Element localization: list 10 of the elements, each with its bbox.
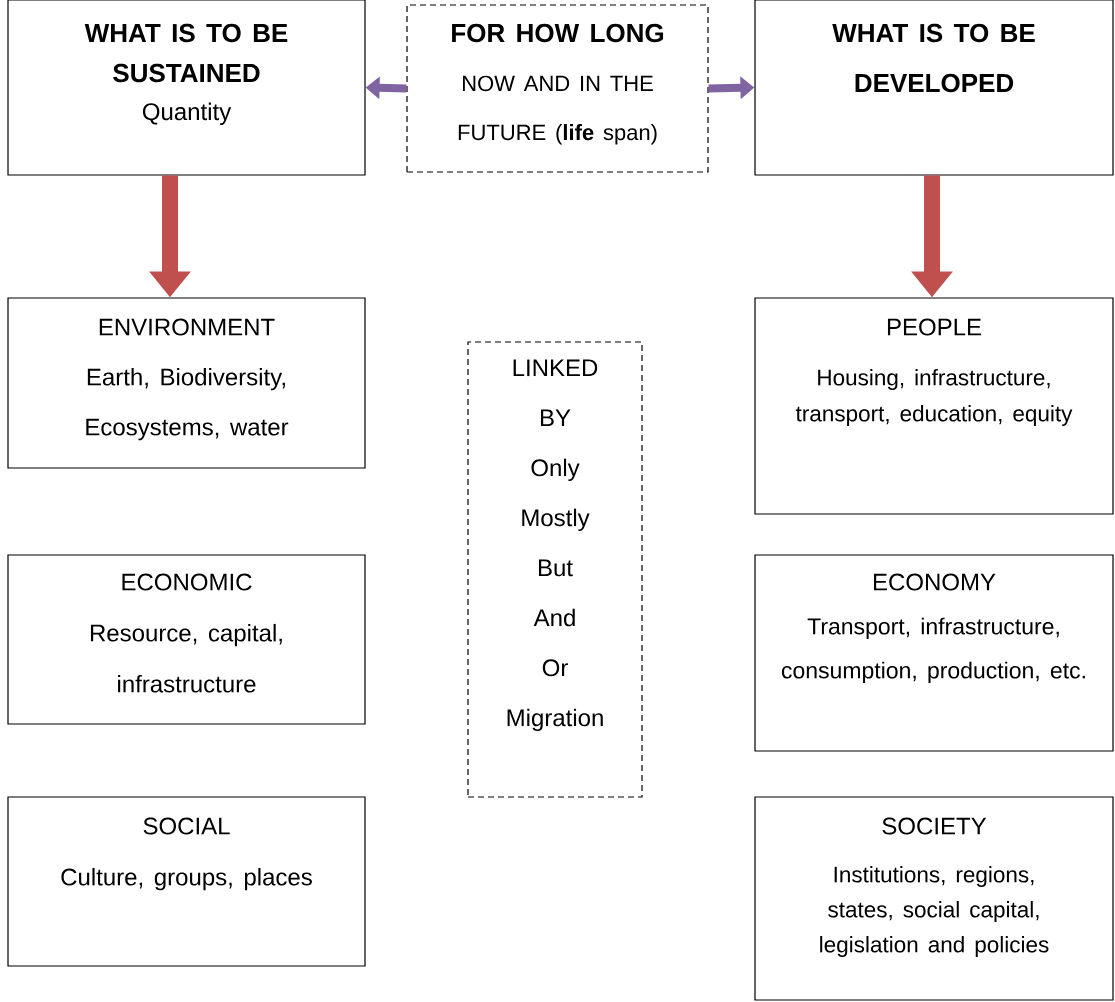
text-box: ENVIRONMENT Earth, Biodiversity, Ecosystems, water (7, 297, 366, 469)
dashed-box: FOR HOW LONG NOW AND IN THE FUTURE (life span) (406, 4, 709, 173)
dashed-box: LINKED BY Only Mostly But And Or Migration (467, 341, 643, 798)
text-box: PEOPLE Housing, infrastructure, transport, education, equity (754, 297, 1114, 515)
text-box: ECONOMY Transport, infrastructure, consumption, production, etc. (754, 554, 1114, 752)
text-box: WHAT IS TO BE DEVELOPED (754, 0, 1114, 176)
text-box: SOCIAL Culture, groups, places (7, 796, 366, 967)
text-box: WHAT IS TO BE SUSTAINED Quantity (7, 0, 366, 176)
text-box: ECONOMIC Resource, capital, infrastructure (7, 554, 366, 725)
text-box: SOCIETY Institutions, regions, states, social capital, legislation and policies (754, 796, 1114, 1001)
